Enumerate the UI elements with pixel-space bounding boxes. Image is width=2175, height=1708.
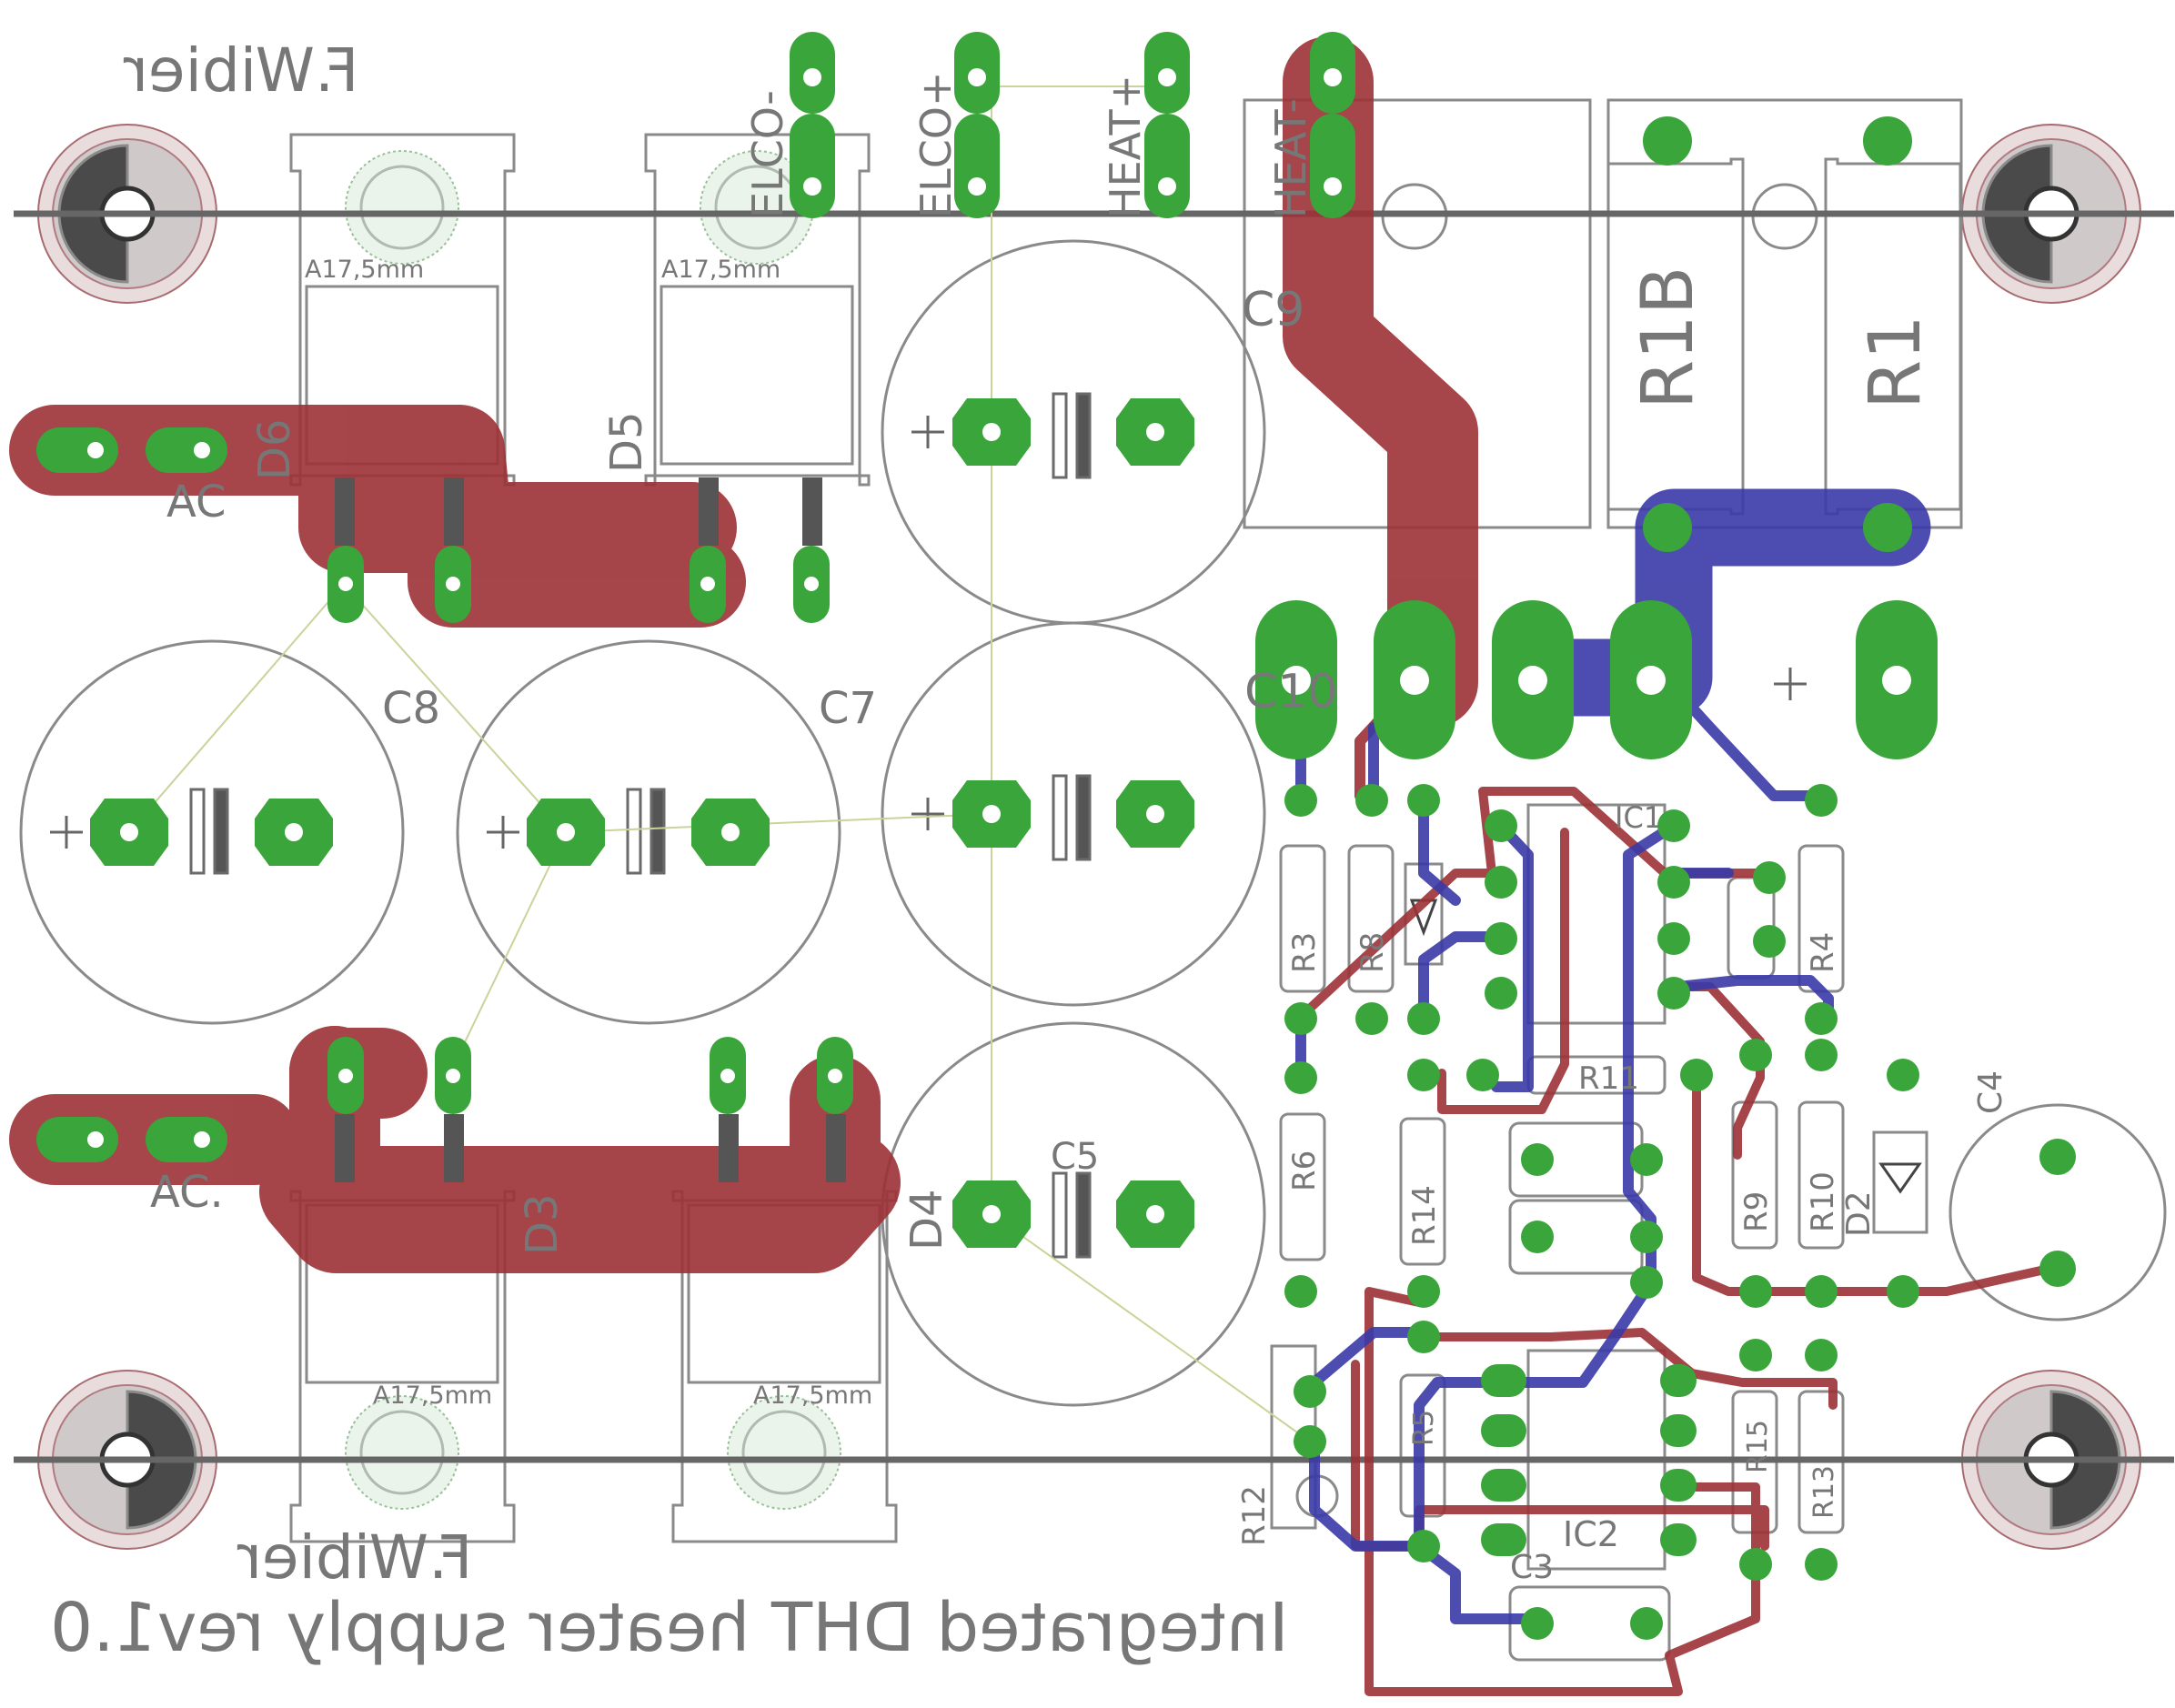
label-c9: C9: [1242, 283, 1304, 337]
board-rails: [14, 210, 2174, 1463]
label-c8: C8: [382, 683, 440, 734]
label-r6: R6: [1286, 1150, 1323, 1191]
pad-holes: [87, 68, 1911, 1223]
label-r1: R1: [1855, 315, 1937, 409]
credit-bottom: F.Wibier: [237, 1522, 472, 1592]
label-r4: R4: [1805, 932, 1841, 973]
label-r15: R15: [1742, 1420, 1774, 1473]
label-c4: C4: [1972, 1070, 2009, 1114]
label-r3: R3: [1286, 932, 1323, 973]
label-c3: C3: [1510, 1549, 1554, 1586]
label-ic2: IC2: [1563, 1514, 1619, 1554]
pads-layer: [36, 32, 2076, 1640]
label-ac-bottom: AC.: [150, 1167, 224, 1218]
silkscreen-layer: [19, 98, 2167, 1662]
label-heat-plus: HEAT+: [1101, 75, 1150, 218]
silkscreen-text: F.Wibier F.Wibier Integrated DHT heater …: [50, 35, 2009, 1667]
label-d4: D4: [901, 1190, 952, 1251]
cap-c4-outline: [1948, 1103, 2167, 1321]
label-elco-plus: ELCO+: [911, 71, 961, 218]
mount-d6: A17,5mm: [305, 256, 424, 284]
board-title: Integrated DHT heater supply rev1.0: [50, 1589, 1289, 1667]
mount-d5: A17,5mm: [661, 256, 780, 284]
label-d5: D5: [601, 412, 652, 474]
label-c7: C7: [819, 683, 877, 734]
cap-c10-outline: [881, 621, 1266, 1007]
ic1-outline: [1526, 803, 1666, 1025]
label-r1b: R1B: [1627, 266, 1709, 409]
pad-headers: [790, 32, 1355, 218]
label-r13: R13: [1808, 1465, 1840, 1519]
label-r5: R5: [1408, 1410, 1440, 1446]
label-heat-minus: HEAT-: [1266, 98, 1315, 218]
mount-d4: A17,5mm: [753, 1381, 872, 1410]
rectifier-d3-outline: [289, 1190, 516, 1543]
ratsnest-lines: [128, 85, 1311, 1442]
label-r12: R12: [1236, 1485, 1273, 1546]
credit-top: F.Wibier: [123, 35, 358, 105]
label-d2: D2: [1840, 1191, 1878, 1237]
label-r14: R14: [1406, 1185, 1443, 1246]
label-ac-top: AC: [166, 477, 227, 527]
rectifier-d6-outline: [289, 133, 516, 487]
pad-ac: [36, 427, 227, 1162]
label-r10: R10: [1805, 1171, 1841, 1232]
cap-c7-outline: [456, 639, 841, 1025]
label-c10: C10: [1244, 665, 1337, 719]
label-c5: C5: [1051, 1136, 1099, 1178]
rectifier-d5-outline: [644, 133, 871, 487]
plus-marks: [50, 416, 1807, 849]
label-d6: D6: [249, 419, 300, 481]
mount-d3: A17,5mm: [373, 1381, 492, 1410]
label-ic1: IC1: [1615, 800, 1662, 835]
label-d3: D3: [517, 1194, 568, 1256]
cap-c8-outline: [19, 639, 405, 1025]
label-r11: R11: [1578, 1060, 1639, 1097]
label-r8: R8: [1354, 932, 1391, 973]
label-elco-minus: ELCO-: [743, 90, 792, 218]
rectifier-d4-outline: [671, 1190, 898, 1543]
rectifier-leads: [335, 477, 846, 1182]
cap-symbols: [189, 392, 1092, 1259]
pad-small: [1284, 784, 2076, 1640]
label-r9: R9: [1738, 1191, 1775, 1232]
